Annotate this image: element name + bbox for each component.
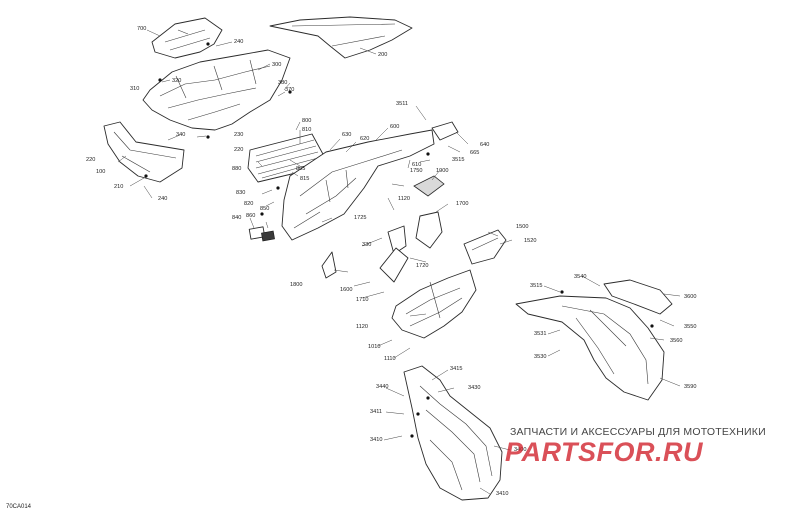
callout: 1120: [398, 196, 410, 202]
callout: 1725: [354, 215, 366, 221]
callout: 200: [378, 52, 387, 58]
callout: 3515: [530, 283, 542, 289]
callout: 1600: [340, 287, 352, 293]
callout: 1520: [524, 238, 536, 244]
callout: 1720: [416, 263, 428, 269]
part-1720-bracket[interactable]: [379, 247, 409, 283]
part-3530-right-door[interactable]: [515, 295, 665, 401]
callout: 1110: [384, 356, 396, 362]
callout: 340: [176, 132, 185, 138]
part-840-switch[interactable]: [248, 226, 275, 242]
callout: 3600: [684, 294, 696, 300]
callout: 210: [114, 184, 123, 190]
callout: 1900: [436, 168, 448, 174]
callout: 1010: [368, 344, 380, 350]
callout: 310: [130, 86, 139, 92]
callout: 3400: [514, 447, 526, 453]
callout: 3511: [396, 101, 408, 107]
callout: 300: [272, 62, 281, 68]
part-1750-bracket[interactable]: [413, 175, 445, 197]
callout: 320: [172, 78, 181, 84]
callout: 850: [260, 206, 269, 212]
callout: 820: [244, 201, 253, 207]
callout: 3415: [450, 366, 462, 372]
callout: 220: [86, 157, 95, 163]
fasteners: [144, 42, 654, 438]
callout: 815: [300, 176, 309, 182]
part-1700-bracket[interactable]: [415, 211, 443, 249]
callout: 3411: [370, 409, 382, 415]
part-3400-left-door[interactable]: [403, 365, 503, 501]
callout: 860: [246, 213, 255, 219]
callout: 840: [232, 215, 241, 221]
callout: 330: [362, 242, 371, 248]
callout: 3410: [496, 491, 508, 497]
part-600-instrument-panel[interactable]: [281, 129, 435, 241]
diagram-code: 70CA014: [6, 504, 32, 510]
callout: 3560: [670, 338, 682, 344]
callout: 880: [232, 166, 241, 172]
part-300-dash-frame[interactable]: [142, 49, 291, 131]
watermark-tagline: ЗАПЧАСТИ И АКСЕССУАРЫ ДЛЯ МОТОТЕХНИКИ: [510, 426, 766, 438]
callout: 810: [302, 127, 311, 133]
callout: 1800: [290, 282, 302, 288]
callout: 240: [158, 196, 167, 202]
part-1500-cover[interactable]: [463, 229, 507, 265]
callout: 3590: [684, 384, 696, 390]
callout: 3515: [452, 157, 464, 163]
watermark-logo: PARTSFOR.RU: [505, 437, 704, 467]
callout: 370: [285, 87, 294, 93]
callout: 230: [234, 132, 243, 138]
callout-labels: 700 240 320 310 300 380 370 340 230 220 …: [86, 26, 696, 497]
callout: 3531: [534, 331, 546, 337]
part-1120-lower-console[interactable]: [391, 269, 477, 339]
callout: 3410: [370, 437, 382, 443]
callout: 610: [412, 162, 421, 168]
part-700-top-cover[interactable]: [151, 17, 223, 59]
leader-lines: [117, 29, 681, 495]
callout: 800: [302, 118, 311, 124]
part-3600-door-rail[interactable]: [603, 279, 673, 315]
callout: 3540: [574, 274, 586, 280]
callout: 1700: [456, 201, 468, 207]
part-330-bracket[interactable]: [387, 225, 407, 255]
callout: 620: [360, 136, 369, 142]
callout: 1500: [516, 224, 528, 230]
callout: 3430: [468, 385, 480, 391]
callout: 380: [278, 80, 287, 86]
callout: 3550: [684, 324, 696, 330]
callout: 805: [296, 166, 305, 172]
callout: 100: [96, 169, 105, 175]
callout: 630: [342, 132, 351, 138]
part-200-visor[interactable]: [269, 16, 413, 59]
callout: 600: [390, 124, 399, 130]
part-100-side-panel[interactable]: [103, 121, 185, 183]
callout: 665: [470, 150, 479, 156]
part-640-cap[interactable]: [431, 121, 459, 141]
callout: 3530: [534, 354, 546, 360]
part-1800-bracket[interactable]: [321, 251, 337, 279]
callout: 220: [234, 147, 243, 153]
callout: 1750: [410, 168, 422, 174]
callout: 1120: [356, 324, 368, 330]
callout: 640: [480, 142, 489, 148]
callout: 240: [234, 39, 243, 45]
callout: 700: [137, 26, 146, 32]
callout: 830: [236, 190, 245, 196]
callout: 1710: [356, 297, 368, 303]
callout: 3440: [376, 384, 388, 390]
